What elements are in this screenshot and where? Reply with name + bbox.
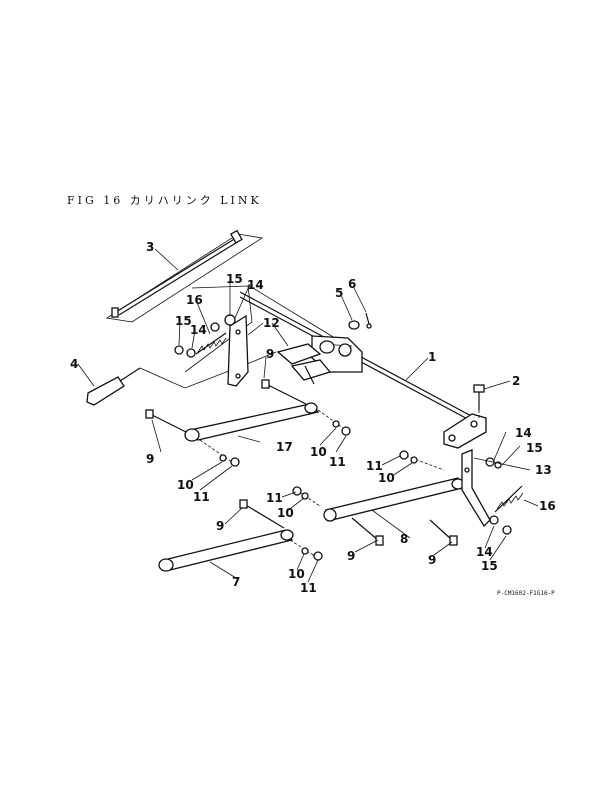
- callout-14-top: 14: [247, 278, 264, 292]
- part-1-main-shaft: [239, 284, 487, 449]
- callout-14-left: 14: [190, 323, 207, 337]
- callout-10-lower: 10: [277, 506, 294, 520]
- callout-5: 5: [335, 286, 343, 300]
- callout-9-mid: 9: [347, 549, 355, 563]
- part-8-lever: [323, 449, 524, 546]
- callout-10-mid: 10: [378, 471, 395, 485]
- callout-8: 8: [400, 532, 408, 546]
- callout-labels: 3 1 2 4 5 6 12 15 14 16 15 14 9 9 17 10 …: [70, 240, 556, 595]
- callout-11-left: 11: [193, 490, 210, 504]
- part-2-bolt: [473, 384, 485, 420]
- callout-10-bottom: 10: [288, 567, 305, 581]
- callout-17: 17: [276, 440, 293, 454]
- callout-14-bottom: 14: [476, 545, 493, 559]
- callout-9-lower: 9: [216, 519, 224, 533]
- callout-11-mid: 11: [366, 459, 383, 473]
- callout-9-right: 9: [428, 553, 436, 567]
- part-7-lever: [158, 486, 323, 572]
- callout-16-right: 16: [539, 499, 556, 513]
- callout-14-right: 14: [515, 426, 532, 440]
- callout-15-left: 15: [175, 314, 192, 328]
- callout-10-upper: 10: [310, 445, 327, 459]
- callout-10-left: 10: [177, 478, 194, 492]
- callout-3: 3: [146, 240, 154, 254]
- figure-title: FIG 16 カリハリンク LINK: [67, 194, 262, 207]
- callout-12: 12: [263, 316, 280, 330]
- callout-6: 6: [348, 277, 356, 291]
- leader-lines: [77, 248, 539, 583]
- callout-15-bottom: 15: [481, 559, 498, 573]
- callout-13: 13: [535, 463, 552, 477]
- callout-4: 4: [70, 357, 78, 371]
- part-5-6-washer-pin: [348, 312, 372, 330]
- part-17-lever: [145, 379, 351, 467]
- callout-2: 2: [512, 374, 520, 388]
- left-bracket-assembly: [174, 285, 253, 387]
- callout-11-upper: 11: [329, 455, 346, 469]
- callout-9-upper: 9: [266, 347, 274, 361]
- part-3-rod-plate: [105, 229, 264, 323]
- callout-1: 1: [428, 350, 436, 364]
- part-4-handle: [86, 351, 277, 406]
- callout-16-left: 16: [186, 293, 203, 307]
- callout-15-top: 15: [226, 272, 243, 286]
- callout-11-bottom: 11: [300, 581, 317, 595]
- callout-9-left: 9: [146, 452, 154, 466]
- callout-7: 7: [232, 575, 240, 589]
- callout-11-lower: 11: [266, 491, 283, 505]
- figure-code: P-CM1602-F1G16-P: [497, 590, 555, 597]
- callout-15-right: 15: [526, 441, 543, 455]
